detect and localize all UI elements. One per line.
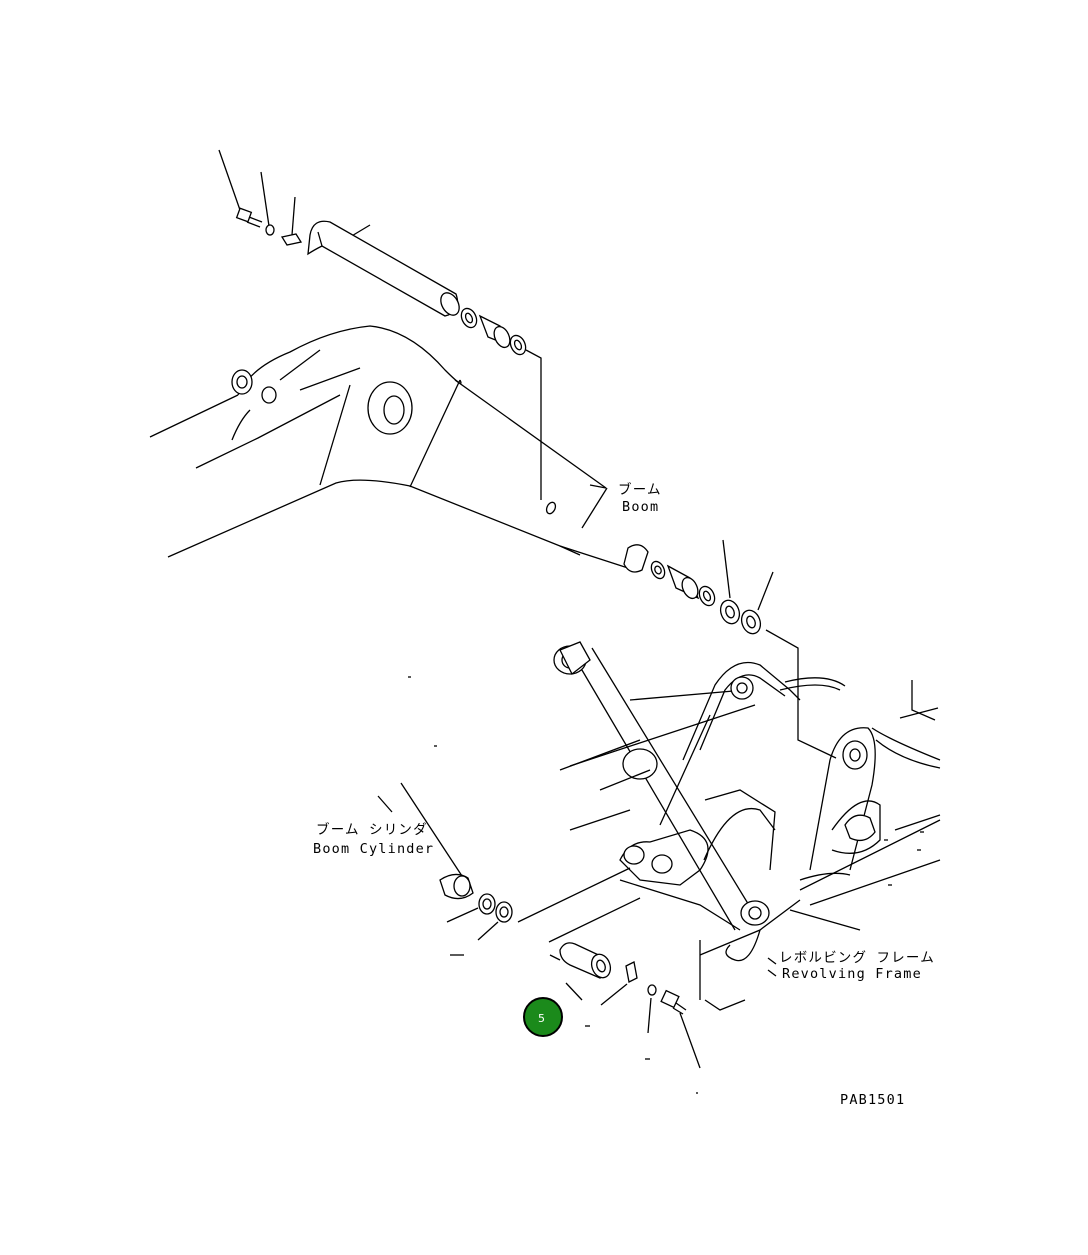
boom-label-jp: ブーム <box>618 481 662 498</box>
cylinder-washer <box>647 984 657 996</box>
boom-cylinder-label-en: Boom Cylinder <box>313 841 434 857</box>
upper-bushing <box>478 314 511 349</box>
lower-bushing <box>666 564 700 600</box>
cylinder-pin <box>559 942 612 979</box>
upper-lock-plate <box>280 233 303 246</box>
cylinder-lock-plate <box>625 961 638 983</box>
lower-pin-assembly <box>623 539 837 759</box>
upper-pin-assembly <box>218 149 557 515</box>
cylinder-gland <box>622 748 658 780</box>
revolving-frame-structure <box>559 661 941 1011</box>
lower-pin-head <box>623 544 649 573</box>
boom-body <box>149 325 629 569</box>
drawing-code: PAB1501 <box>840 1092 905 1108</box>
callout-marker[interactable] <box>523 997 563 1037</box>
boom-cylinder <box>553 641 770 931</box>
cylinder-pin-assembly <box>377 782 701 1094</box>
revolving-frame-label-jp: レボルビング フレーム <box>779 950 935 966</box>
revolving-frame-label-en: Revolving Frame <box>782 966 922 982</box>
upper-washer <box>265 224 275 236</box>
cylinder-bolt <box>660 989 687 1015</box>
upper-pin <box>307 220 460 317</box>
upper-bolt <box>235 207 263 228</box>
boom-label-en: Boom <box>622 499 659 515</box>
callout-number: 5 <box>538 1012 545 1025</box>
boom-cylinder-label-jp: ブーム シリンダ <box>316 821 428 838</box>
part-callout-5[interactable]: 5 <box>523 997 563 1037</box>
